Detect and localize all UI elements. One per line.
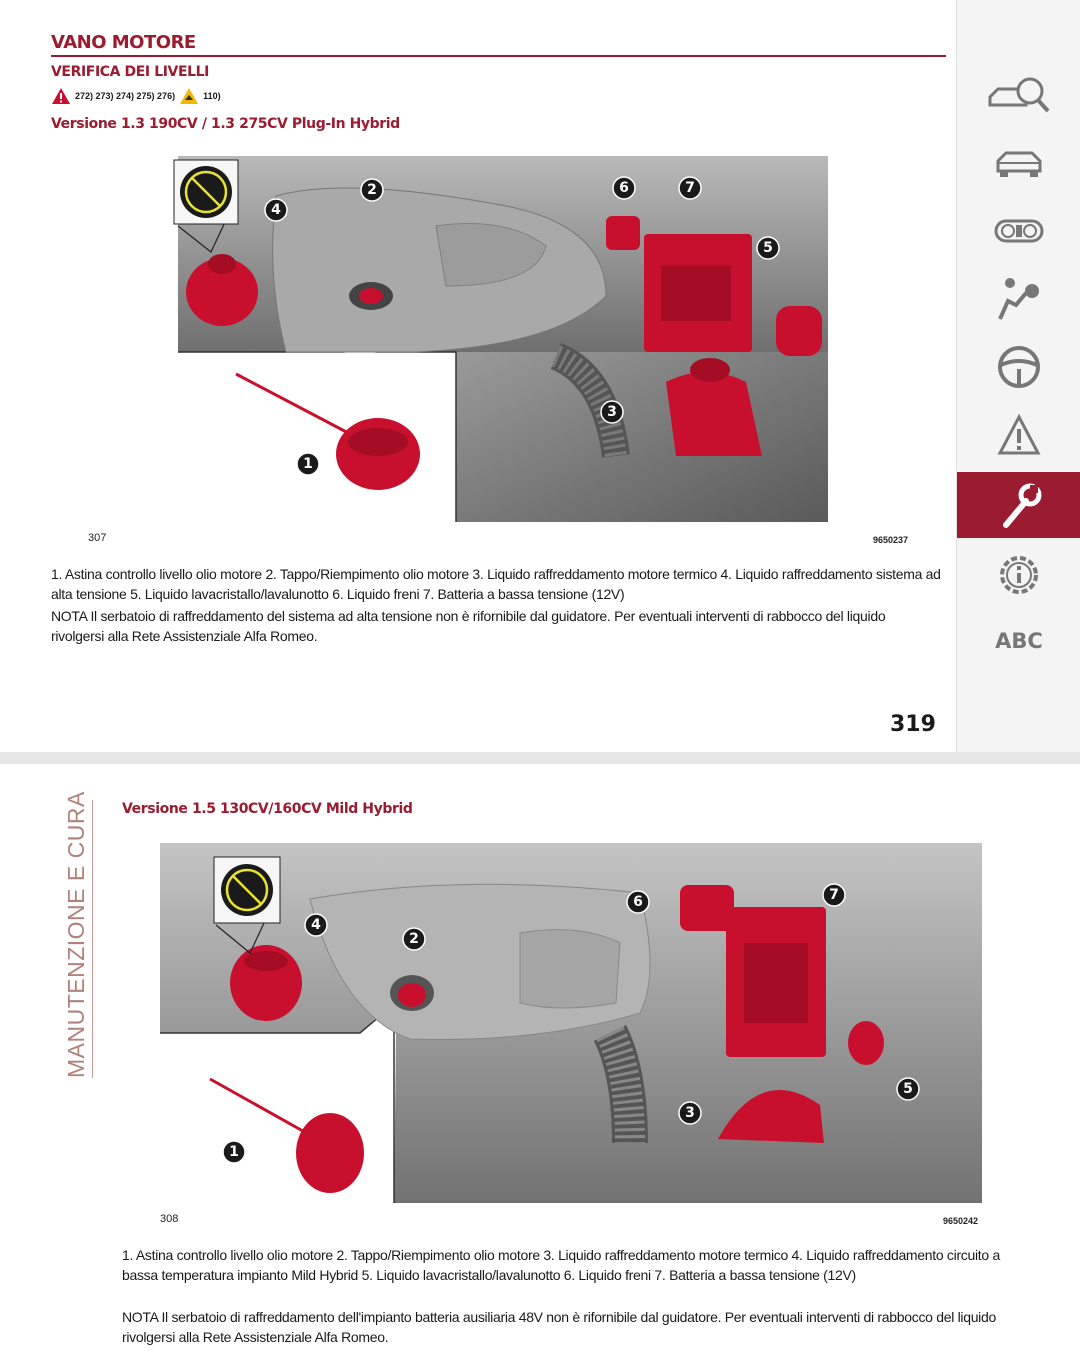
sidebar-item-index[interactable]: ABC <box>957 608 1080 674</box>
sidebar-item-maintenance[interactable] <box>957 472 1080 538</box>
callout-6: 6 <box>612 176 636 200</box>
chapter-label-vertical: MANUTENZIONE E CURA <box>63 800 93 1078</box>
title-rule <box>51 55 946 57</box>
callout-3: 3 <box>600 400 624 424</box>
figure-number: 308 <box>160 1213 178 1225</box>
callout-4: 4 <box>264 198 288 222</box>
index-label: ABC <box>995 629 1043 653</box>
chapter-label-text: MANUTENZIONE E CURA <box>63 791 90 1078</box>
callout-1: 1 <box>222 1140 246 1164</box>
sidebar-item-emergency[interactable] <box>957 402 1080 468</box>
warning-refs-text: 272) 273) 274) 275) 276) <box>75 91 175 101</box>
car-search-icon <box>986 71 1052 119</box>
callout-5: 5 <box>756 236 780 260</box>
callout-4: 4 <box>304 913 328 937</box>
callout-2: 2 <box>402 927 426 951</box>
warning-triangle-icon <box>986 411 1052 459</box>
figure-code: 9650242 <box>943 1216 978 1226</box>
car-icon <box>986 139 1052 187</box>
engine-bay-figure-307: 4 2 6 7 5 3 1 <box>86 156 828 522</box>
callout-3: 3 <box>678 1101 702 1125</box>
sidebar-item-know-car[interactable] <box>957 62 1080 128</box>
figure-note: NOTA Il serbatoio di raffreddamento dell… <box>122 1308 1002 1347</box>
sidebar-item-driving[interactable] <box>957 334 1080 400</box>
danger-triangle-icon <box>51 87 71 105</box>
figure-number: 307 <box>88 532 106 544</box>
caution-refs-text: 110) <box>203 91 221 101</box>
callout-1: 1 <box>296 452 320 476</box>
callout-7: 7 <box>678 176 702 200</box>
page-separator <box>0 752 1080 764</box>
section-title: VANO MOTORE <box>51 32 196 53</box>
figure-code: 9650237 <box>873 535 908 545</box>
engine-illustration <box>86 156 828 522</box>
dashboard-icon <box>986 207 1052 255</box>
version-title-plugin-hybrid: Versione 1.3 190CV / 1.3 275CV Plug-In H… <box>51 116 400 132</box>
sidebar-item-car[interactable] <box>957 130 1080 196</box>
engine-bay-figure-308: 4 2 6 7 5 3 1 <box>160 843 982 1203</box>
sidebar-item-specs[interactable] <box>957 542 1080 608</box>
airbag-icon <box>986 275 1052 323</box>
warning-references: 272) 273) 274) 275) 276) 110) <box>51 86 221 106</box>
callout-5: 5 <box>896 1077 920 1101</box>
callout-6: 6 <box>626 890 650 914</box>
wrench-icon <box>986 481 1052 529</box>
figure-note: NOTA Il serbatoio di raffreddamento del … <box>51 607 941 646</box>
subsection-title: VERIFICA DEI LIVELLI <box>51 64 209 80</box>
sidebar-item-dashboard[interactable] <box>957 198 1080 264</box>
caution-triangle-icon <box>179 87 199 105</box>
steering-wheel-icon <box>986 343 1052 391</box>
figure-caption: 1. Astina controllo livello olio motore … <box>51 565 941 604</box>
sidebar-item-safety[interactable] <box>957 266 1080 332</box>
callout-7: 7 <box>822 883 846 907</box>
engine-illustration-mild <box>160 843 982 1203</box>
version-title-mild-hybrid: Versione 1.5 130CV/160CV Mild Hybrid <box>122 801 413 817</box>
callout-2: 2 <box>360 178 384 202</box>
page-number: 319 <box>890 712 936 737</box>
gear-info-icon <box>986 551 1052 599</box>
chapter-sidebar: ABC <box>956 0 1080 752</box>
figure-caption: 1. Astina controllo livello olio motore … <box>122 1246 1002 1285</box>
